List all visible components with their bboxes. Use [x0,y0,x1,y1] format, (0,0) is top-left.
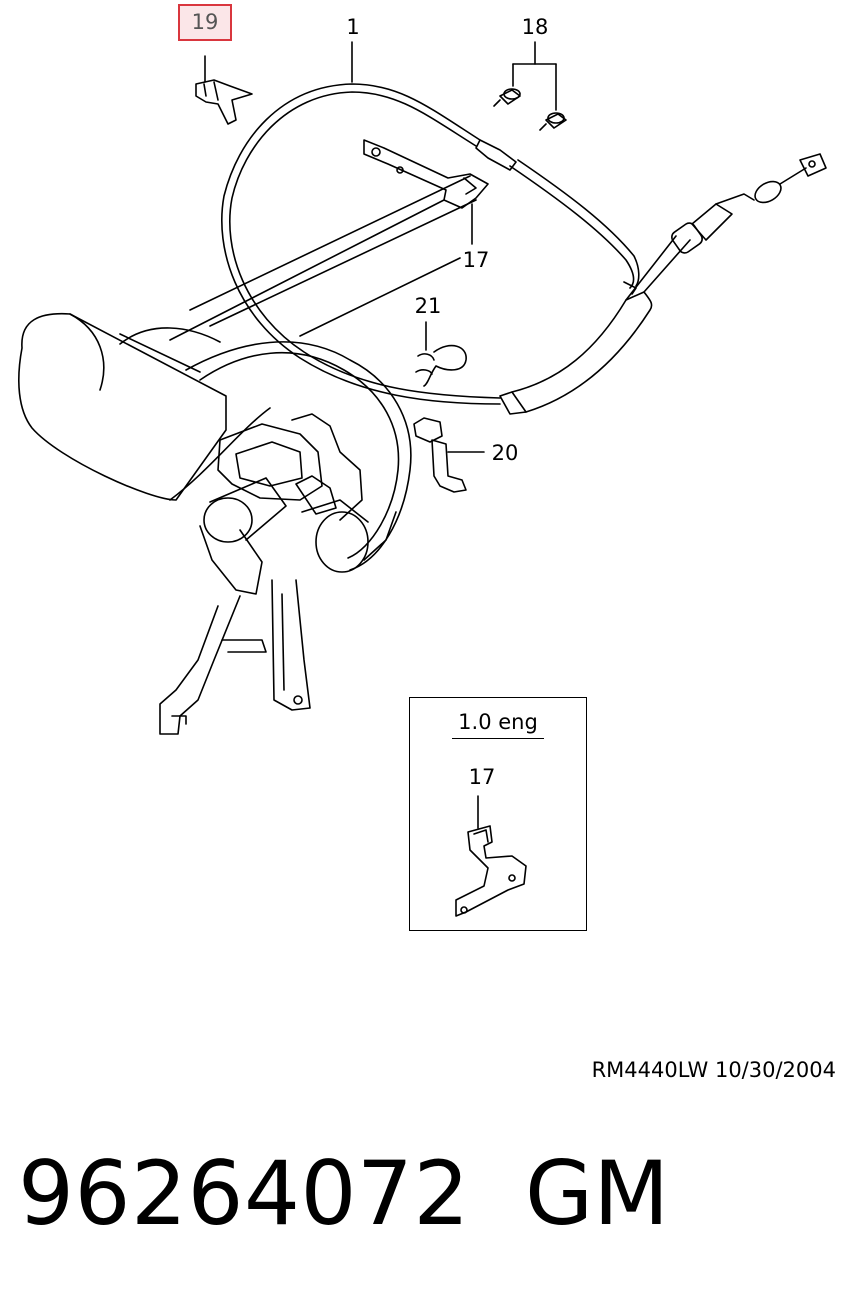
parts-diagram [18,41,827,917]
callout-19-highlighted[interactable]: 19 [178,4,232,41]
manufacturer: GM [525,1142,670,1245]
callout-17[interactable]: 17 [462,248,490,272]
inset-box: 1.0 eng 17 [409,697,587,931]
holder-part-20 [413,417,485,493]
leader-18 [512,41,557,111]
inset-bracket-drawing [455,795,527,917]
screws-part-18 [493,88,567,131]
accelerator-cable-part-1 [221,83,827,415]
callout-18[interactable]: 18 [521,15,549,39]
callout-20[interactable]: 20 [491,441,519,465]
inset-callout-17[interactable]: 17 [468,765,496,789]
callout-21[interactable]: 21 [414,294,442,318]
pedal-assembly [18,175,477,735]
callout-1[interactable]: 1 [346,15,360,39]
wire-clip-part-21 [415,321,467,387]
inset-title: 1.0 eng [458,710,538,734]
inset-title-rule [452,738,544,739]
drawing-reference: RM4440LW 10/30/2004 [591,1058,836,1082]
clip-part-19 [195,79,253,125]
part-number: 96264072 [18,1142,470,1245]
